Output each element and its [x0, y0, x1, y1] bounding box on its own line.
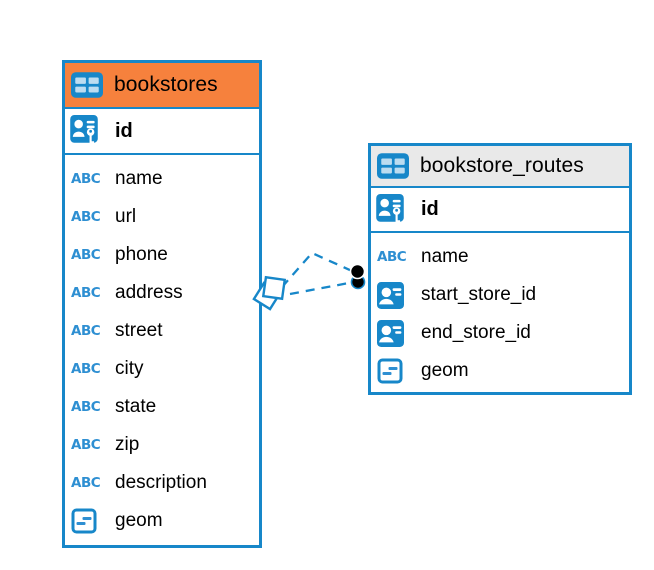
column-name-label: description	[115, 472, 207, 493]
relationship-diamond-endpoint-front[interactable]	[261, 275, 287, 301]
column-row-id[interactable]: id	[371, 188, 629, 233]
table-title: bookstore_routes	[420, 154, 584, 177]
column-name-label: end_store_id	[421, 322, 531, 343]
column-row-description[interactable]: ABC description	[65, 464, 259, 502]
column-name-label: id	[421, 198, 439, 220]
column-row-state[interactable]: ABC state	[65, 388, 259, 426]
column-name-label: url	[115, 206, 137, 227]
column-row-address[interactable]: ABC address	[65, 274, 259, 312]
column-row-id[interactable]: id	[65, 109, 259, 155]
column-name-label: name	[421, 246, 469, 267]
column-name-label: street	[115, 320, 163, 341]
column-row-street[interactable]: ABC street	[65, 312, 259, 350]
column-row-end-store-id[interactable]: end_store_id	[371, 314, 629, 352]
column-row-name[interactable]: ABC name	[371, 238, 629, 276]
text-type-icon: ABC	[377, 249, 407, 265]
column-name-label: id	[115, 119, 133, 142]
column-row-start-store-id[interactable]: start_store_id	[371, 276, 629, 314]
relationship-line-lower[interactable]	[289, 281, 350, 296]
column-row-name[interactable]: ABC name	[65, 160, 259, 198]
column-name-label: start_store_id	[421, 284, 537, 305]
text-type-icon: ABC	[71, 171, 101, 187]
column-name-label: phone	[115, 244, 168, 265]
relationship-line-upper[interactable]	[281, 251, 353, 288]
text-type-icon: ABC	[71, 209, 101, 225]
text-type-icon: ABC	[71, 323, 101, 339]
column-name-label: zip	[115, 434, 140, 455]
column-name-label: state	[115, 396, 157, 417]
table-header-bookstores[interactable]: bookstores	[65, 63, 259, 109]
text-type-icon: ABC	[71, 247, 101, 263]
relationship-dot-endpoint-upper[interactable]	[349, 263, 366, 280]
column-name-label: geom	[115, 510, 163, 531]
column-row-url[interactable]: ABC url	[65, 198, 259, 236]
column-row-geom[interactable]: geom	[371, 352, 629, 390]
column-name-label: geom	[421, 360, 469, 381]
table-title: bookstores	[114, 73, 218, 96]
column-name-label: address	[115, 282, 183, 303]
column-row-phone[interactable]: ABC phone	[65, 236, 259, 274]
text-type-icon: ABC	[71, 475, 101, 491]
column-name-label: city	[115, 358, 144, 379]
table-header-bookstore-routes[interactable]: bookstore_routes	[371, 146, 629, 188]
entity-table-bookstore-routes[interactable]: bookstore_routes id ABC name start_store…	[368, 143, 632, 395]
column-row-city[interactable]: ABC city	[65, 350, 259, 388]
text-type-icon: ABC	[71, 399, 101, 415]
column-name-label: name	[115, 168, 163, 189]
text-type-icon: ABC	[71, 285, 101, 301]
column-row-zip[interactable]: ABC zip	[65, 426, 259, 464]
text-type-icon: ABC	[71, 437, 101, 453]
column-row-geom[interactable]: geom	[65, 502, 259, 540]
entity-table-bookstores[interactable]: bookstores id ABC name ABC url ABC phone…	[62, 60, 262, 548]
text-type-icon: ABC	[71, 361, 101, 377]
